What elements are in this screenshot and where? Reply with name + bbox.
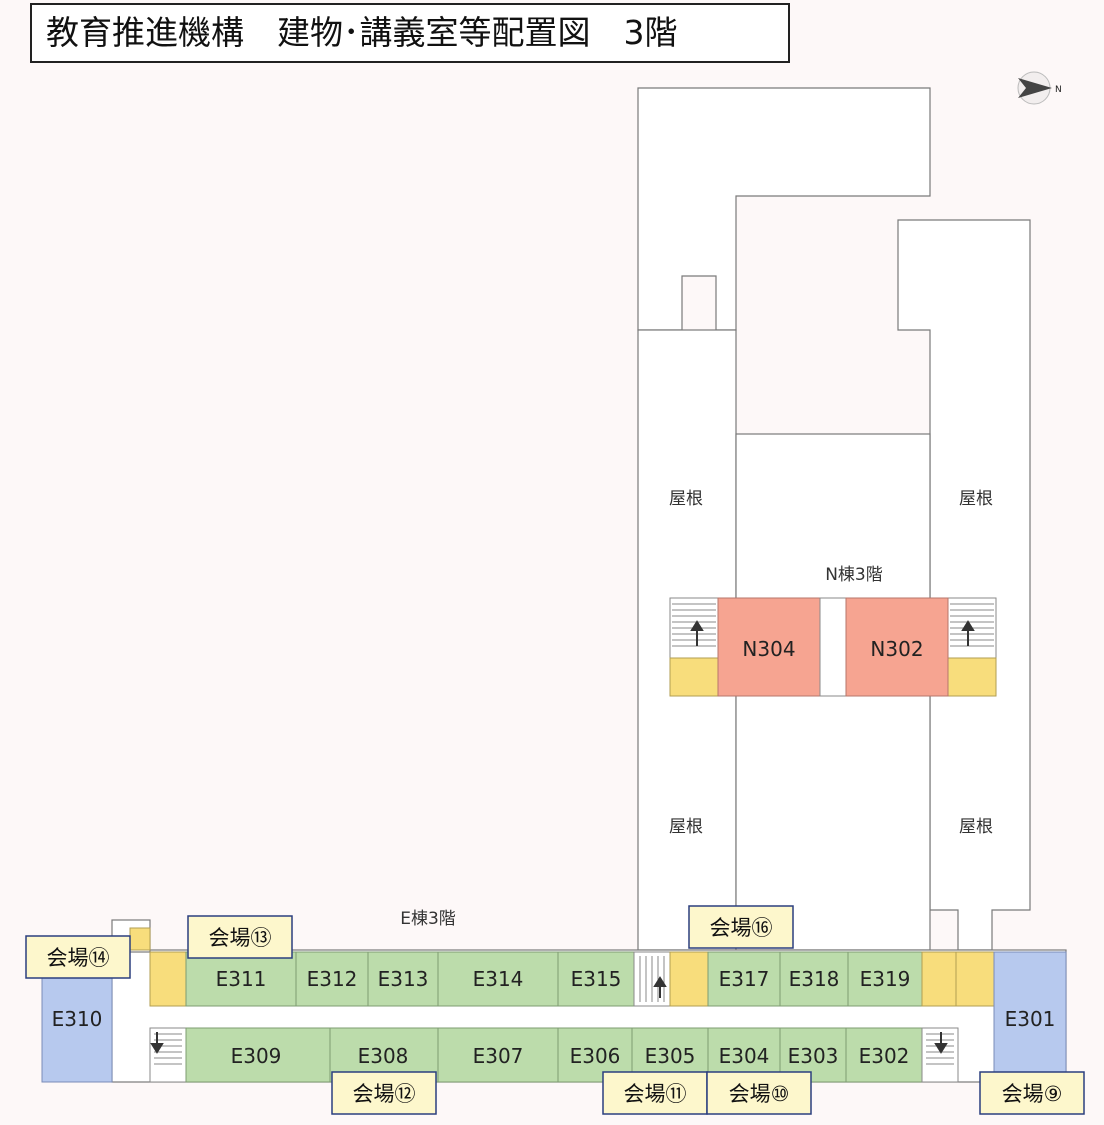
room-label-e312: E312 bbox=[307, 967, 358, 991]
venue-label-11: 会場⑪ bbox=[624, 1082, 687, 1106]
n-corridor bbox=[819, 597, 847, 697]
room-e309[interactable] bbox=[185, 1027, 331, 1083]
room-e302[interactable] bbox=[845, 1027, 923, 1083]
room-e301[interactable] bbox=[993, 951, 1067, 1083]
venue-label-10: 会場⑩ bbox=[729, 1082, 790, 1106]
room-label-n304: N304 bbox=[742, 637, 795, 661]
room-label-e317: E317 bbox=[719, 967, 770, 991]
e-utility-annex bbox=[129, 927, 151, 951]
room-e319[interactable] bbox=[847, 951, 923, 1007]
venue-badge-11[interactable]: 会場⑪ bbox=[602, 1071, 708, 1115]
up-arrow-icon bbox=[653, 620, 975, 998]
e-utility-east-1 bbox=[921, 951, 957, 1007]
room-label-e309: E309 bbox=[231, 1044, 282, 1068]
north-arrow-icon: N bbox=[1017, 71, 1062, 105]
room-label-n302: N302 bbox=[870, 637, 923, 661]
page-title: 教育推進機構 建物･講義室等配置図 3階 bbox=[30, 3, 790, 63]
venue-badge-12[interactable]: 会場⑫ bbox=[331, 1071, 437, 1115]
room-label-e304: E304 bbox=[719, 1044, 770, 1068]
down-arrow-icon bbox=[150, 1032, 948, 1054]
compass-label: N bbox=[1055, 85, 1062, 95]
venue-badge-10[interactable]: 会場⑩ bbox=[706, 1071, 812, 1115]
n-utility-east bbox=[947, 657, 997, 697]
room-e311[interactable] bbox=[185, 951, 297, 1007]
room-label-e311: E311 bbox=[216, 967, 267, 991]
venue-label-9: 会場⑨ bbox=[1002, 1082, 1063, 1106]
room-label-e307: E307 bbox=[473, 1044, 524, 1068]
venue-badge-14[interactable]: 会場⑭ bbox=[25, 935, 131, 979]
room-label-e314: E314 bbox=[473, 967, 524, 991]
e-utility-east-2 bbox=[955, 951, 995, 1007]
room-e313[interactable] bbox=[367, 951, 439, 1007]
room-label-e303: E303 bbox=[788, 1044, 839, 1068]
room-label-e308: E308 bbox=[358, 1044, 409, 1068]
stair-lines-n-west bbox=[672, 603, 716, 647]
venue-badge-16[interactable]: 会場⑯ bbox=[688, 905, 794, 949]
stair-lines-n-east bbox=[950, 603, 994, 647]
room-label-e313: E313 bbox=[378, 967, 429, 991]
n-wing-label: N棟3階 bbox=[825, 565, 883, 585]
venue-badge-13[interactable]: 会場⑬ bbox=[187, 915, 293, 959]
e-wing-label: E棟3階 bbox=[400, 909, 456, 929]
room-e315[interactable] bbox=[557, 951, 635, 1007]
venue-label-16: 会場⑯ bbox=[710, 916, 773, 940]
roof-label-nw: 屋根 bbox=[669, 489, 703, 509]
room-e317[interactable] bbox=[707, 951, 781, 1007]
room-label-e319: E319 bbox=[860, 967, 911, 991]
room-label-e310: E310 bbox=[52, 1007, 103, 1031]
west-upper-wing-outline bbox=[637, 87, 931, 331]
room-label-e318: E318 bbox=[789, 967, 840, 991]
e-stair-west bbox=[149, 1027, 187, 1083]
room-label-e305: E305 bbox=[645, 1044, 696, 1068]
room-n304[interactable] bbox=[717, 597, 821, 697]
e-utility-west-top bbox=[149, 951, 187, 1007]
venue-label-14: 会場⑭ bbox=[47, 946, 110, 970]
room-e318[interactable] bbox=[779, 951, 849, 1007]
venue-label-13: 会場⑬ bbox=[209, 926, 272, 950]
roof-label-sw: 屋根 bbox=[669, 817, 703, 837]
roof-label-ne: 屋根 bbox=[959, 489, 993, 509]
room-n302[interactable] bbox=[845, 597, 949, 697]
room-label-e302: E302 bbox=[859, 1044, 910, 1068]
room-label-e315: E315 bbox=[571, 967, 622, 991]
room-label-e306: E306 bbox=[570, 1044, 621, 1068]
roof-label-se: 屋根 bbox=[959, 817, 993, 837]
room-e314[interactable] bbox=[437, 951, 559, 1007]
room-e312[interactable] bbox=[295, 951, 369, 1007]
n-utility-west bbox=[669, 657, 719, 697]
e-utility-center bbox=[669, 951, 709, 1007]
room-label-e301: E301 bbox=[1005, 1007, 1056, 1031]
venue-badge-9[interactable]: 会場⑨ bbox=[979, 1071, 1085, 1115]
venue-label-12: 会場⑫ bbox=[353, 1082, 416, 1106]
stair-lines-e-center bbox=[639, 956, 665, 1002]
